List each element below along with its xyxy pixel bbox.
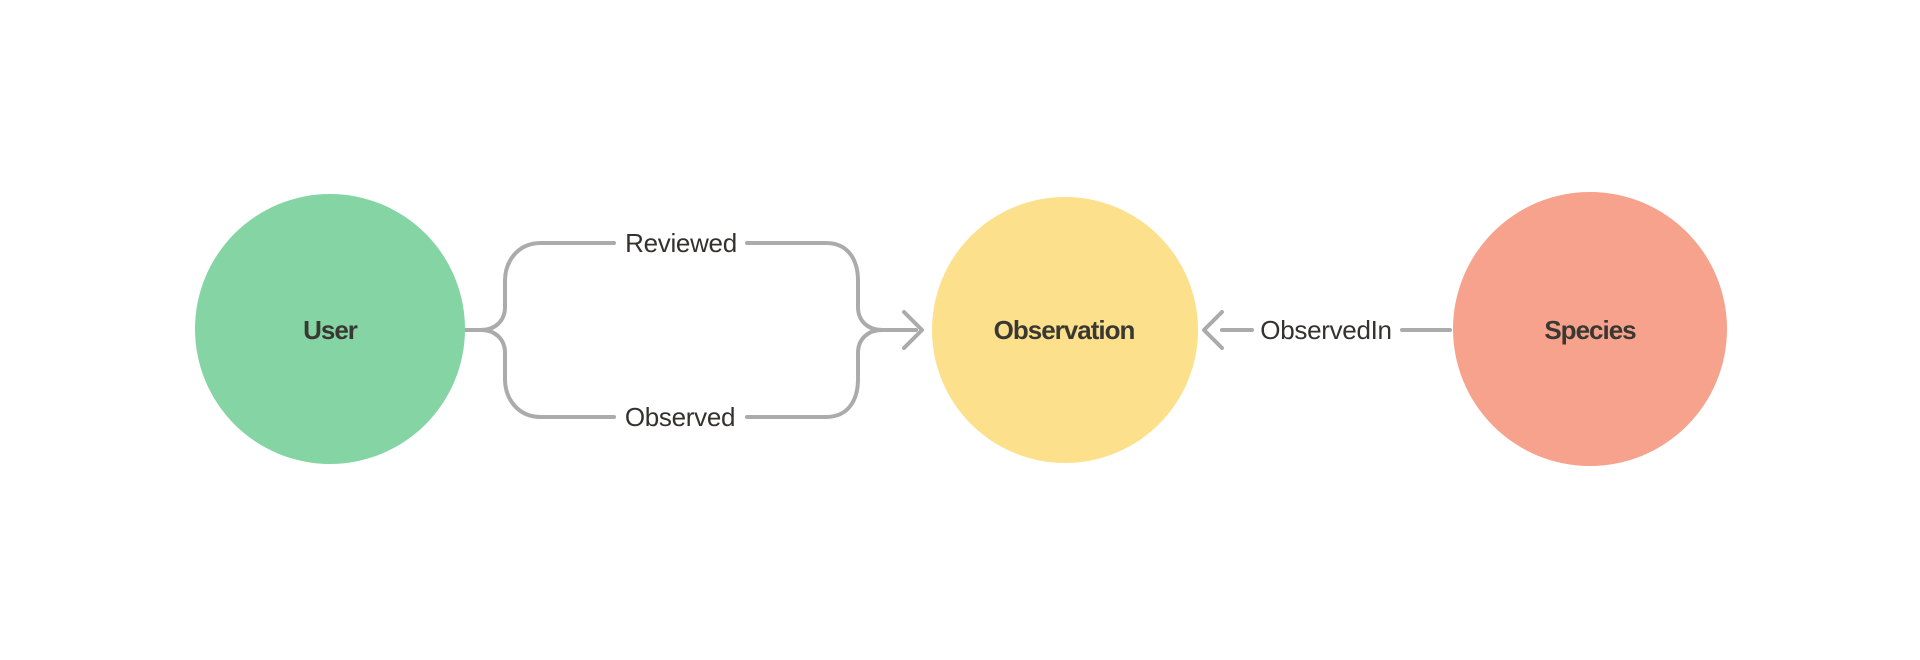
node-observation-circle: [932, 197, 1198, 463]
edge-label-observed: Observed: [625, 402, 735, 432]
node-user-circle: [195, 194, 465, 464]
node-labels: User Observation Species: [303, 315, 1637, 345]
edge-observedin: [1202, 310, 1452, 350]
node-label-species: Species: [1544, 315, 1636, 345]
edge-lines: [464, 241, 1452, 419]
edge-observed-line-left: [464, 328, 616, 419]
edge-labels: Reviewed Observed ObservedIn: [625, 228, 1392, 432]
nodes: [195, 192, 1727, 466]
edge-observed-line-right: [745, 328, 884, 419]
node-label-observation: Observation: [994, 315, 1135, 345]
edge-reviewed: [464, 241, 884, 332]
node-species-circle: [1453, 192, 1727, 466]
edge-label-reviewed: Reviewed: [625, 228, 737, 258]
edge-observed: [464, 328, 884, 419]
edge-observedin-arrowhead-left: [1202, 310, 1224, 350]
edge-reviewed-line-right: [745, 241, 884, 332]
node-label-user: User: [303, 315, 358, 345]
edge-arrowhead-into-observation-right: [902, 310, 924, 350]
edge-reviewed-line-left: [464, 241, 616, 332]
edge-label-observedin: ObservedIn: [1260, 315, 1391, 345]
